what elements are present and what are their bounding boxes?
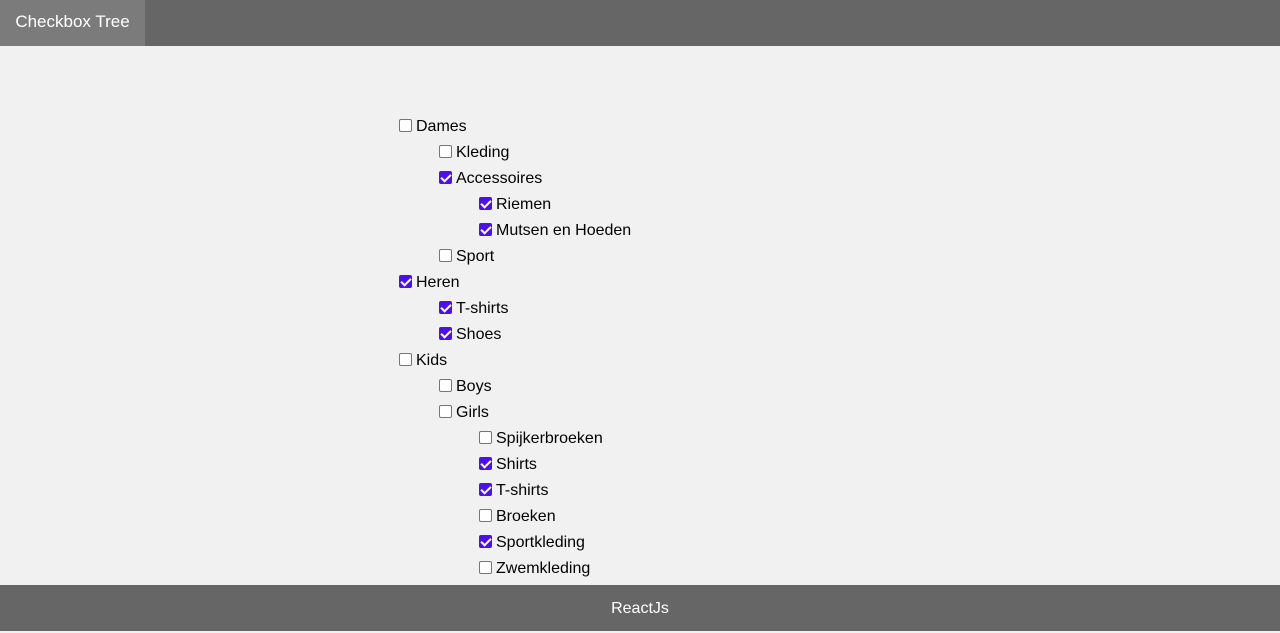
tree-node: Spijkerbroeken: [398, 426, 631, 452]
checkbox[interactable]: [479, 430, 492, 444]
tree-node-label[interactable]: Sport: [456, 248, 495, 265]
footer: ReactJs: [0, 585, 1280, 631]
checkbox[interactable]: [479, 222, 492, 236]
tree-node: Kleding: [398, 140, 631, 166]
tree-node-label[interactable]: Riemen: [496, 196, 552, 213]
tree-node: Shirts: [398, 452, 631, 478]
tree-node: T-shirts: [398, 478, 631, 504]
tree-node-label[interactable]: Accessoires: [456, 170, 543, 187]
checkbox[interactable]: [479, 534, 492, 548]
checkbox[interactable]: [479, 456, 492, 470]
tree-node-label[interactable]: Sportkleding: [496, 534, 585, 551]
tree-node: Sportkleding: [398, 530, 631, 556]
tree-node: Girls: [398, 400, 631, 426]
tree-node: Sport: [398, 244, 631, 270]
tree-node: Kids: [398, 348, 631, 374]
checkbox[interactable]: [439, 378, 452, 392]
tree-node-label[interactable]: T-shirts: [496, 482, 549, 499]
tree-node: T-shirts: [398, 296, 631, 322]
tree-node: Boys: [398, 374, 631, 400]
tree-node-label[interactable]: Dames: [416, 118, 467, 135]
tree-node-label[interactable]: Heren: [416, 274, 460, 291]
tree-node: Heren: [398, 270, 631, 296]
checkbox[interactable]: [439, 170, 452, 184]
tree-node: Accessoires: [398, 166, 631, 192]
tree-node-label[interactable]: Broeken: [496, 508, 556, 525]
tab-checkbox-tree[interactable]: Checkbox Tree: [0, 0, 145, 46]
checkbox[interactable]: [479, 508, 492, 522]
checkbox[interactable]: [399, 118, 412, 132]
tree-node-label[interactable]: Boys: [456, 378, 492, 395]
tree-node: Shoes: [398, 322, 631, 348]
checkbox[interactable]: [479, 196, 492, 210]
checkbox[interactable]: [439, 300, 452, 314]
checkbox[interactable]: [439, 326, 452, 340]
checkbox[interactable]: [439, 404, 452, 418]
tree-node-label[interactable]: Shirts: [496, 456, 537, 473]
tree-node-label[interactable]: Zwemkleding: [496, 560, 591, 577]
checkbox[interactable]: [439, 144, 452, 158]
tree-node-label[interactable]: Spijkerbroeken: [496, 430, 603, 447]
tree-node-label[interactable]: Shoes: [456, 326, 502, 343]
checkbox[interactable]: [479, 560, 492, 574]
tree-node: Dames: [398, 114, 631, 140]
tree-node: Broeken: [398, 504, 631, 530]
tree-node: Mutsen en Hoeden: [398, 218, 631, 244]
checkbox[interactable]: [439, 248, 452, 262]
tree-node: Zwemkleding: [398, 556, 631, 582]
checkbox[interactable]: [399, 274, 412, 288]
tree-node-label[interactable]: T-shirts: [456, 300, 509, 317]
tree-node: Riemen: [398, 192, 631, 218]
top-bar: Checkbox Tree: [0, 0, 1280, 46]
tree-node-label[interactable]: Mutsen en Hoeden: [496, 222, 632, 239]
checkbox[interactable]: [479, 482, 492, 496]
checkbox[interactable]: [399, 352, 412, 366]
tree-node-label[interactable]: Girls: [456, 404, 489, 421]
tree-node-label[interactable]: Kids: [416, 352, 448, 369]
tree-node-label[interactable]: Kleding: [456, 144, 510, 161]
